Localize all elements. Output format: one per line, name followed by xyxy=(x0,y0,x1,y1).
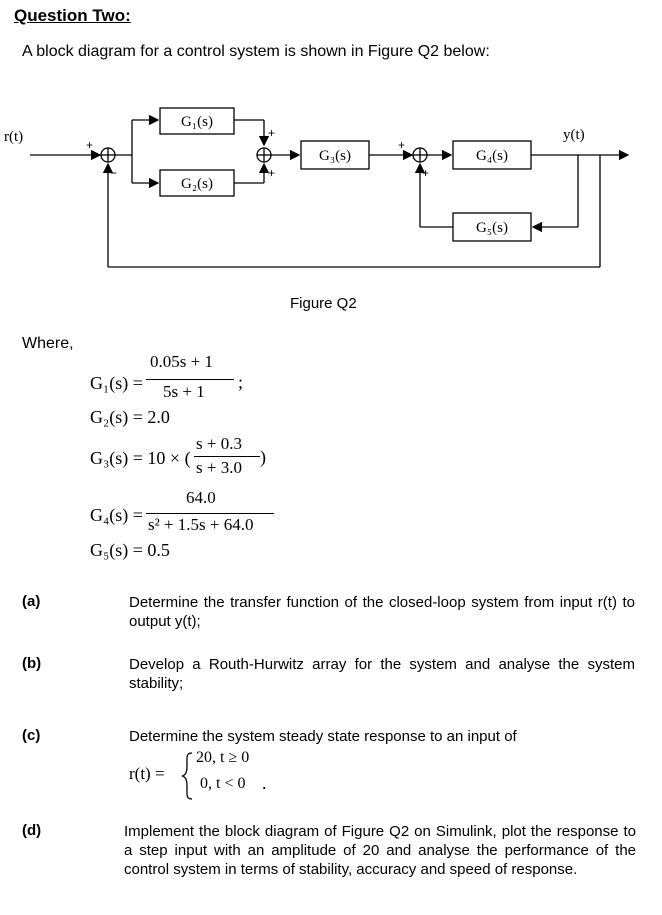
question-d-label: (d) xyxy=(22,822,42,839)
input-definition-lhs: r(t) = xyxy=(129,764,165,783)
equation-g1-denominator: 5s + 1 xyxy=(163,382,205,401)
equation-g3-numerator: s + 0.3 xyxy=(196,434,242,453)
block-g1-label: G₁(s) xyxy=(181,114,213,130)
left-brace xyxy=(181,752,193,800)
sign-plus: + xyxy=(268,166,275,180)
sign-plus: + xyxy=(86,138,93,152)
equation-g1-lhs: G₁(s) = xyxy=(90,373,143,393)
output-label: y(t) xyxy=(563,127,585,143)
block-g1 xyxy=(159,107,235,135)
block-g4-label: G₄(s) xyxy=(476,148,508,164)
sign-minus: − xyxy=(110,166,117,180)
block-g2-label: G₂(s) xyxy=(181,176,213,192)
question-d-text: Implement the block diagram of Figure Q2… xyxy=(124,823,636,878)
question-c-text: Determine the system steady state respon… xyxy=(129,728,517,745)
sign-plus: + xyxy=(422,166,429,180)
block-diagram: r(t) y(t) G₁(s) G₂(s) G₃(s) G₄(s) G₅(s) … xyxy=(4,107,630,268)
equation-g5: G₅(s) = 0.5 xyxy=(90,540,170,560)
sign-plus: + xyxy=(398,138,405,152)
block-g3-label: G₃(s) xyxy=(319,148,351,164)
question-b-label: (b) xyxy=(22,655,42,672)
equation-g4-numerator: 64.0 xyxy=(186,488,216,507)
block-g5-label: G₅(s) xyxy=(476,220,508,236)
question-b-text: Develop a Routh-Hurwitz array for the sy… xyxy=(129,656,635,692)
equation-g1-tail: ; xyxy=(238,372,244,392)
input-case-negative: 0, t < 0 xyxy=(200,775,246,792)
equation-g3-tail: ) xyxy=(260,447,266,467)
input-label: r(t) xyxy=(4,129,23,145)
question-heading: Question Two: xyxy=(14,6,131,25)
equation-g3-denominator: s + 3.0 xyxy=(196,458,242,477)
input-case-positive: 20, t ≥ 0 xyxy=(196,749,250,766)
sign-plus: + xyxy=(268,126,275,140)
equation-g2: G₂(s) = 2.0 xyxy=(90,407,170,427)
question-a-label: (a) xyxy=(22,593,41,610)
equation-g4-denominator: s² + 1.5s + 64.0 xyxy=(148,515,254,534)
where-label: Where, xyxy=(22,335,74,352)
intro-text: A block diagram for a control system is … xyxy=(22,43,490,60)
equation-g1-fraction-bar xyxy=(146,379,234,380)
input-definition-tail: . xyxy=(262,773,267,793)
question-a-text: Determine the transfer function of the c… xyxy=(129,594,635,630)
equation-g3-fraction-bar xyxy=(194,456,260,457)
equation-g3-lhs: G₃(s) = 10 × ( xyxy=(90,448,191,468)
equation-g4-lhs: G₄(s) = xyxy=(90,505,143,525)
figure-caption: Figure Q2 xyxy=(290,295,357,312)
equation-g1-numerator: 0.05s + 1 xyxy=(150,352,213,371)
equation-g4-fraction-bar xyxy=(146,513,274,514)
question-c-label: (c) xyxy=(22,727,41,744)
